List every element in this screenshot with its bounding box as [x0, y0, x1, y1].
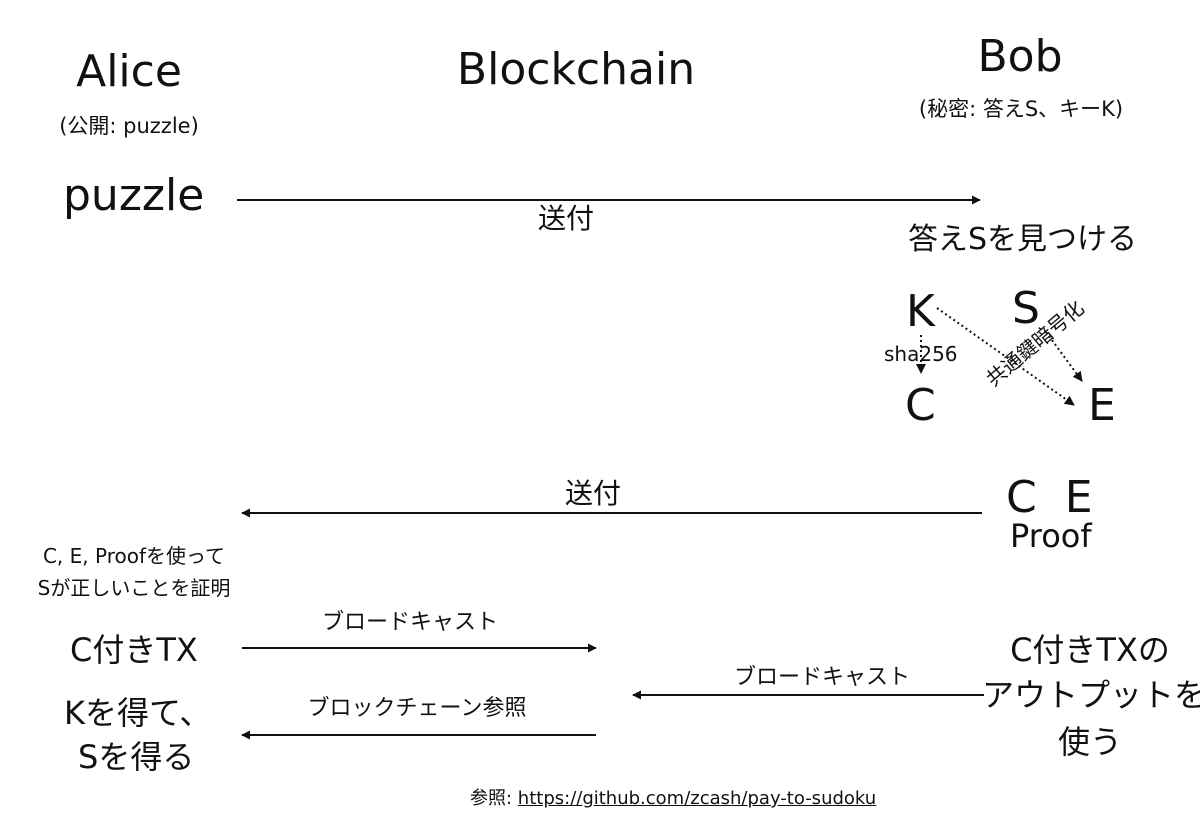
- bob-note: (秘密: 答えS、キーK): [918, 97, 1124, 121]
- commitment-c: C: [905, 380, 936, 431]
- ce-label: C E: [1006, 472, 1093, 523]
- blockchain-header: Blockchain: [456, 44, 696, 95]
- reference-prefix: 参照:: [470, 788, 518, 809]
- alice-header: Alice: [76, 46, 182, 97]
- alice-note: (公開: puzzle): [59, 114, 199, 138]
- blockchain-ref-label: ブロックチェーン参照: [307, 696, 527, 721]
- spend-line-3: 使う: [1057, 723, 1122, 761]
- arrow-s-to-e: [1045, 331, 1083, 382]
- hash-label: sha256: [884, 342, 958, 366]
- bob-header: Bob: [977, 31, 1063, 82]
- answer-s: S: [1012, 283, 1040, 334]
- verify-line-1: C, E, Proofを使って: [42, 544, 226, 568]
- spend-line-2: アウトプットを: [982, 676, 1200, 714]
- ctx-label: C付きTX: [70, 631, 198, 669]
- verify-line-2: Sが正しいことを証明: [37, 576, 231, 600]
- get-k-label: Kを得て、: [64, 694, 212, 732]
- broadcast-label-2: ブロードキャスト: [733, 665, 910, 690]
- send-label-2: 送付: [564, 477, 621, 510]
- spend-line-1: C付きTXの: [1010, 631, 1170, 669]
- key-k: K: [906, 286, 935, 337]
- broadcast-label-1: ブロードキャスト: [321, 610, 498, 635]
- proof-label: Proof: [1010, 517, 1092, 555]
- reference-line: 参照: https://github.com/zcash/pay-to-sudo…: [470, 790, 876, 808]
- find-answer-label: 答えSを見つける: [908, 222, 1138, 257]
- puzzle-label: puzzle: [63, 170, 205, 221]
- ciphertext-e: E: [1088, 380, 1116, 431]
- send-label-1: 送付: [537, 202, 594, 235]
- get-s-label: Sを得る: [78, 738, 195, 776]
- reference-link[interactable]: https://github.com/zcash/pay-to-sudoku: [517, 788, 877, 809]
